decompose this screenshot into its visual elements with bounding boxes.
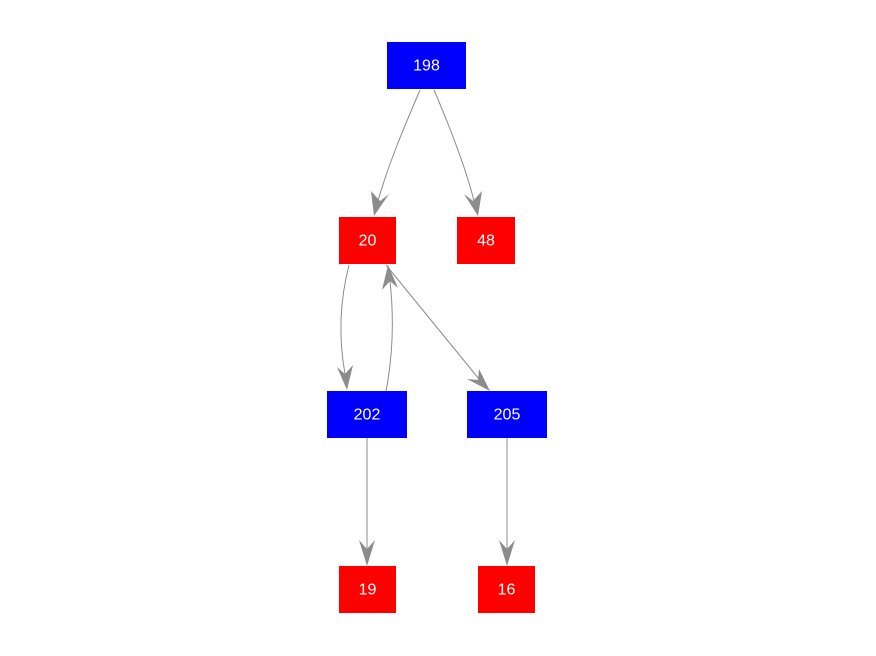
node-19-label: 19 bbox=[359, 582, 377, 599]
node-202-label: 202 bbox=[354, 407, 381, 424]
edge-202-to-19-arrowhead bbox=[359, 540, 375, 566]
nodes-layer: 198 20 48 202 205 19 16 bbox=[327, 42, 547, 613]
edge-20-to-205-arrowhead bbox=[467, 369, 490, 391]
node-205-box bbox=[467, 391, 547, 438]
edge-198-to-48-arrowhead bbox=[464, 191, 482, 216]
node-48-label: 48 bbox=[477, 233, 495, 250]
edges-layer bbox=[337, 89, 515, 566]
edge-20-to-205 bbox=[385, 264, 480, 380]
node-202-box bbox=[327, 391, 407, 438]
node-20-label: 20 bbox=[359, 233, 377, 250]
edge-198-to-48 bbox=[433, 89, 475, 202]
node-16-box bbox=[478, 566, 535, 613]
node-205-label: 205 bbox=[494, 407, 521, 424]
node-19: 19 bbox=[339, 566, 396, 613]
node-20: 20 bbox=[339, 217, 396, 264]
node-198-box bbox=[387, 42, 466, 89]
node-202: 202 bbox=[327, 391, 407, 438]
node-205: 205 bbox=[467, 391, 547, 438]
edge-20-to-202-arrowhead bbox=[337, 365, 353, 390]
node-20-box bbox=[339, 217, 396, 264]
node-19-box bbox=[339, 566, 396, 613]
edge-202-to-20 bbox=[385, 280, 393, 392]
edge-198-to-20-arrowhead bbox=[371, 191, 389, 216]
edge-20-to-202 bbox=[340, 264, 350, 375]
node-16: 16 bbox=[478, 566, 535, 613]
edge-202-to-20-arrowhead bbox=[382, 265, 398, 290]
node-198: 198 bbox=[387, 42, 466, 89]
node-48-box bbox=[457, 217, 515, 264]
edge-205-to-16-arrowhead bbox=[499, 540, 515, 566]
edge-198-to-20 bbox=[377, 89, 421, 202]
node-198-label: 198 bbox=[413, 58, 440, 75]
node-48: 48 bbox=[457, 217, 515, 264]
node-16-label: 16 bbox=[498, 582, 516, 599]
